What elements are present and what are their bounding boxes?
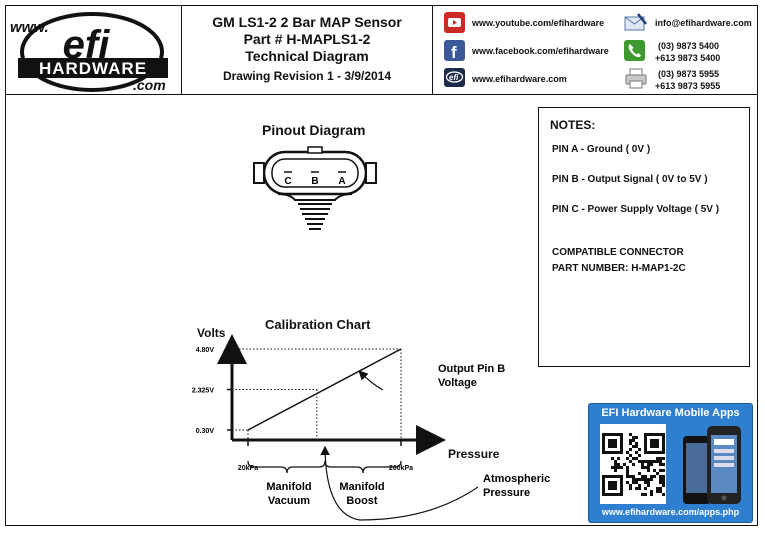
drawing-subtitle: Technical Diagram (245, 48, 369, 64)
header-divider-left (181, 5, 182, 94)
logo-hardware: HARDWARE (39, 59, 147, 78)
email-link[interactable]: info@efihardware.com (655, 18, 752, 28)
pin-c-label: C (284, 176, 291, 187)
region-boost-line1: Manifold (339, 481, 384, 493)
efi-mini-logo-icon[interactable]: efi (444, 68, 465, 87)
title-block: GM LS1-2 2 Bar MAP Sensor Part # H-MAPLS… (182, 14, 432, 83)
boost-brace (324, 460, 402, 474)
logo-www: www. (10, 19, 49, 36)
output-callout-arrow (358, 370, 384, 391)
atm-annotation-line2: Pressure (483, 487, 530, 499)
efi-hardware-logo[interactable]: www. efi HARDWARE .com (8, 8, 180, 93)
vacuum-brace (247, 460, 326, 474)
phone-numbers: (03) 9873 5400 +613 9873 5400 (655, 40, 720, 64)
fax-numbers: (03) 9873 5955 +613 9873 5955 (655, 68, 720, 92)
note-pin-c: PIN C - Power Supply Voltage ( 5V ) (552, 204, 720, 215)
logo-dotcom: .com (133, 77, 166, 92)
youtube-link[interactable]: www.youtube.com/efihardware (472, 18, 605, 28)
drawing-title: GM LS1-2 2 Bar MAP Sensor (212, 14, 402, 30)
note-pin-b: PIN B - Output Signal ( 0V to 5V ) (552, 174, 708, 185)
youtube-icon[interactable] (444, 12, 465, 33)
drawing-revision: Drawing Revision 1 - 3/9/2014 (222, 69, 392, 83)
atm-annotation-line1: Atmospheric (483, 473, 550, 485)
fax-intl[interactable]: +613 9873 5955 (655, 81, 721, 91)
region-boost-line2: Boost (346, 495, 378, 507)
phones-image (683, 426, 741, 504)
notes-heading: NOTES: (550, 118, 596, 132)
output-annotation-line1: Output Pin B (438, 363, 505, 375)
pin-b-label: B (311, 176, 318, 187)
mobile-apps-panel[interactable]: EFI Hardware Mobile Apps www.efihardware… (588, 403, 753, 523)
region-vacuum-line2: Vacuum (268, 495, 310, 507)
note-pin-a: PIN A - Ground ( 0V ) (552, 144, 651, 155)
y-tick-label: 0.30V (196, 428, 215, 435)
apps-title: EFI Hardware Mobile Apps (601, 407, 740, 419)
y-tick-label: 4.80V (196, 347, 215, 354)
facebook-link[interactable]: www.facebook.com/efihardware (472, 46, 609, 56)
header-divider-right (432, 5, 433, 94)
qr-code (600, 424, 666, 504)
fax-local[interactable]: (03) 9873 5955 (658, 69, 720, 79)
phone-local[interactable]: (03) 9873 5400 (658, 41, 720, 51)
atmospheric-callout-arrow (320, 445, 479, 521)
chart-xlabel: Pressure (448, 447, 500, 461)
phone-intl[interactable]: +613 9873 5400 (655, 53, 721, 63)
note-connector-part: PART NUMBER: H-MAP1-2C (552, 263, 686, 274)
svg-text:efi: efi (449, 73, 459, 82)
drawing-frame (5, 5, 758, 526)
chart-title: Calibration Chart (265, 317, 371, 332)
pin-a-label: A (338, 176, 345, 187)
website-link[interactable]: www.efihardware.com (472, 74, 567, 84)
svg-text:f: f (451, 43, 457, 61)
facebook-icon[interactable]: f (444, 40, 465, 62)
header-divider (5, 94, 758, 95)
fax-icon[interactable] (624, 68, 648, 89)
x-tick-label: 200kPa (389, 465, 413, 472)
region-vacuum-line1: Manifold (266, 481, 311, 493)
email-icon[interactable] (624, 12, 648, 33)
apps-url[interactable]: www.efihardware.com/apps.php (601, 507, 740, 517)
part-number: Part # H-MAPLS1-2 (243, 31, 371, 47)
pinout-title: Pinout Diagram (262, 122, 366, 138)
output-annotation-line2: Voltage (438, 377, 477, 389)
connector-drawing: C B A (253, 146, 377, 230)
output-voltage-line (247, 348, 402, 431)
notes-panel: NOTES: PIN A - Ground ( 0V ) PIN B - Out… (538, 107, 750, 367)
phone-icon[interactable] (624, 40, 645, 61)
note-connector-title: COMPATIBLE CONNECTOR (552, 247, 684, 258)
x-tick-label: 20kPa (238, 465, 258, 472)
y-tick-label: 2.325V (192, 388, 215, 395)
